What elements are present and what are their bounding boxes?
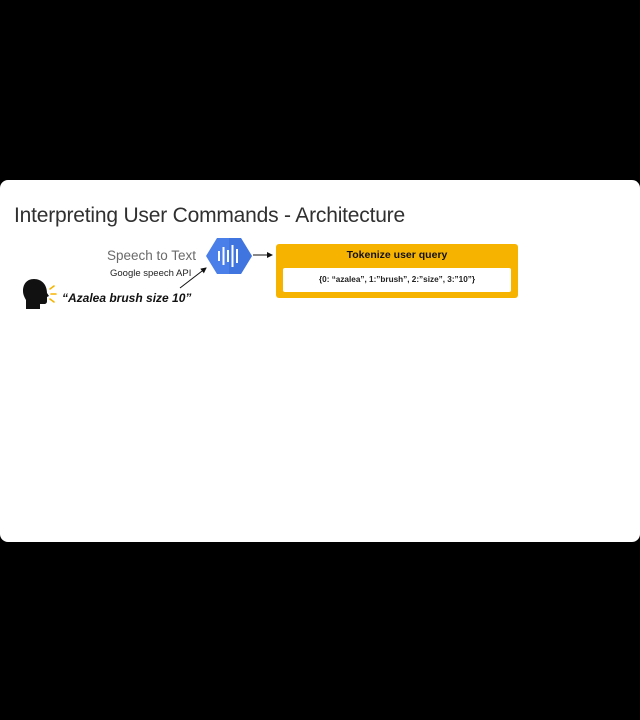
slide-title: Interpreting User Commands - Architectur… (14, 204, 405, 227)
presentation-slide: Interpreting User Commands - Architectur… (0, 180, 640, 542)
speaking-head-icon (20, 277, 62, 311)
tokenize-query-title: Tokenize user query (346, 249, 448, 261)
tokenize-query-box: Tokenize user query {0: “azalea”, 1:”bru… (276, 244, 518, 298)
token-output: {0: “azalea”, 1:”brush”, 2:”size”, 3:”10… (283, 268, 511, 292)
spoken-command-text: “Azalea brush size 10” (62, 291, 192, 305)
google-cloud-speech-icon (205, 236, 253, 276)
google-speech-api-label: Google speech API (110, 268, 192, 279)
connector-arrows (179, 252, 273, 289)
speech-to-text-label: Speech to Text (107, 248, 197, 263)
